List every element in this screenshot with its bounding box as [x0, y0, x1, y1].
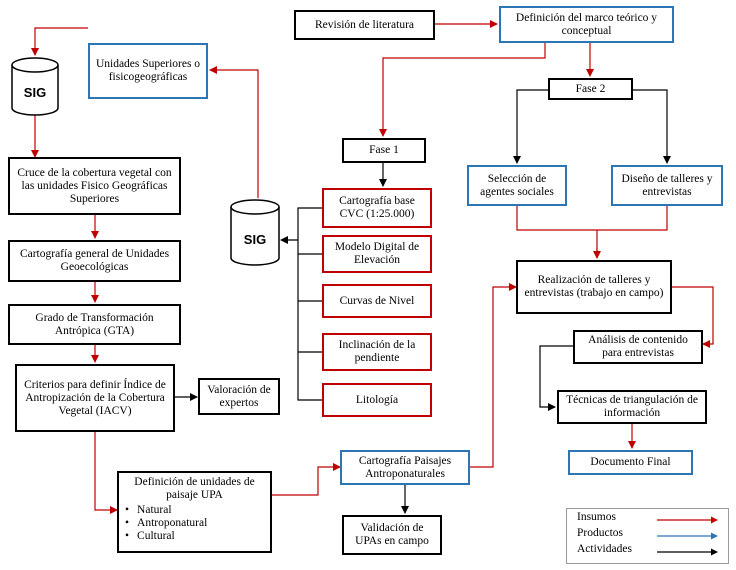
link-realizacion-to-analisis [672, 286, 714, 348]
grado-transformacion-text: Grado de Transformación Antrópica (GTA) [35, 311, 154, 337]
fase1-box: Fase 1 [342, 138, 426, 163]
link-analisis-to-tecnicas [539, 345, 573, 411]
cartografia-paisajes-box: Cartografía Paisajes Antroponaturales [340, 450, 470, 485]
link-sig-to-unidades [209, 66, 259, 198]
revision-text: Revisión de literatura [315, 18, 414, 31]
realizacion-box: Realización de talleres y entrevistas (t… [516, 260, 672, 314]
link-criterios-to-definicion [94, 432, 118, 514]
cartografia-base-text: Cartografía base CVC (1:25.000) [339, 195, 415, 220]
fase1-text: Fase 1 [369, 144, 399, 156]
upa-item-natural: Natural [137, 504, 207, 517]
definicion-unidades-box: Definición de unidades de paisaje UPA Na… [117, 471, 272, 553]
link-fase2-to-diseno [633, 89, 671, 164]
documento-final-box: Documento Final [568, 450, 693, 475]
definicion-marco-text: Definición del marco teórico y conceptua… [515, 11, 658, 37]
legend-insumos-label: Insumos [577, 511, 616, 523]
sig-left-label: SIG [23, 85, 47, 100]
link-marco-to-fase1 [379, 42, 546, 137]
criterios-box: Criterios para definir Índice de Antropi… [15, 364, 175, 432]
definicion-unidades-text: Definición de unidades de paisaje UPA [134, 476, 255, 501]
link-unidades-to-sig [31, 27, 88, 56]
legend: Insumos Productos Actividades [566, 508, 729, 564]
fase2-text: Fase 2 [575, 82, 606, 95]
upa-item-cultural: Cultural [137, 530, 207, 543]
inclinacion-box: Inclinación de la pendiente [322, 333, 432, 371]
validacion-text: Validación de UPAs en campo [355, 522, 429, 547]
legend-actividades-label: Actividades [577, 543, 632, 555]
documento-final-text: Documento Final [590, 456, 671, 468]
cruce-box: Cruce de la cobertura vegetal con las un… [8, 157, 181, 215]
sig-center-label: SIG [243, 232, 267, 247]
unidades-superiores-text: Unidades Superiores o fisicogeográficas [95, 58, 201, 83]
legend-productos-label: Productos [577, 527, 623, 539]
modelo-digital-text: Modelo Digital de Elevación [334, 241, 420, 266]
legend-swatches [657, 516, 718, 556]
database-icon [230, 199, 280, 266]
modelo-digital-box: Modelo Digital de Elevación [322, 235, 432, 273]
analisis-text: Análisis de contenido para entrevistas [588, 334, 688, 359]
valoracion-text: Valoración de expertos [207, 383, 271, 409]
link-inputs-bracket [297, 207, 322, 401]
link-paisajes-to-realizacion [470, 283, 517, 468]
link-fase2-to-seleccion [513, 89, 548, 164]
tecnicas-text: Técnicas de triangulación de información [566, 394, 698, 419]
link-definicion-to-paisajes [272, 463, 341, 496]
cruce-text: Cruce de la cobertura vegetal con las un… [17, 166, 172, 205]
definicion-marco-box: Definición del marco teórico y conceptua… [499, 6, 674, 43]
sig-center-database-icon: SIG [229, 198, 281, 268]
cartografia-general-box: Cartografía general de Unidades Geoecoló… [8, 240, 181, 282]
litologia-text: Litología [355, 393, 399, 406]
seleccion-text: Selección de agentes sociales [480, 172, 554, 198]
litologia-box: Litología [322, 383, 432, 417]
cartografia-paisajes-text: Cartografía Paisajes Antroponaturales [358, 454, 452, 480]
curvas-box: Curvas de Nivel [322, 284, 432, 318]
fase2-box: Fase 2 [548, 78, 633, 100]
link-seleccion-diseno-to-realizacion [516, 206, 668, 258]
diseno-box: Diseño de talleres y entrevistas [611, 165, 723, 206]
revision-box: Revisión de literatura [294, 10, 435, 40]
upa-list: Natural Antroponatural Cultural [125, 504, 207, 543]
seleccion-box: Selección de agentes sociales [467, 165, 567, 206]
database-icon [11, 57, 59, 116]
inclinacion-text: Inclinación de la pendiente [338, 339, 416, 364]
validacion-box: Validación de UPAs en campo [342, 515, 442, 555]
grado-transformacion-box: Grado de Transformación Antrópica (GTA) [8, 304, 181, 345]
realizacion-text: Realización de talleres y entrevistas (t… [524, 274, 664, 299]
upa-item-antroponatural: Antroponatural [137, 517, 207, 530]
valoracion-box: Valoración de expertos [198, 378, 280, 415]
cartografia-base-box: Cartografía base CVC (1:25.000) [322, 188, 432, 228]
analisis-box: Análisis de contenido para entrevistas [573, 330, 703, 364]
cartografia-general-text: Cartografía general de Unidades Geoecoló… [19, 248, 170, 273]
diseno-text: Diseño de talleres y entrevistas [621, 172, 713, 198]
curvas-text: Curvas de Nivel [339, 294, 415, 307]
criterios-text: Criterios para definir Índice de Antropi… [24, 378, 166, 417]
tecnicas-box: Técnicas de triangulación de información [557, 390, 707, 424]
sig-left-database-icon: SIG [10, 56, 60, 118]
unidades-superiores-box: Unidades Superiores o fisicogeográficas [88, 43, 208, 99]
